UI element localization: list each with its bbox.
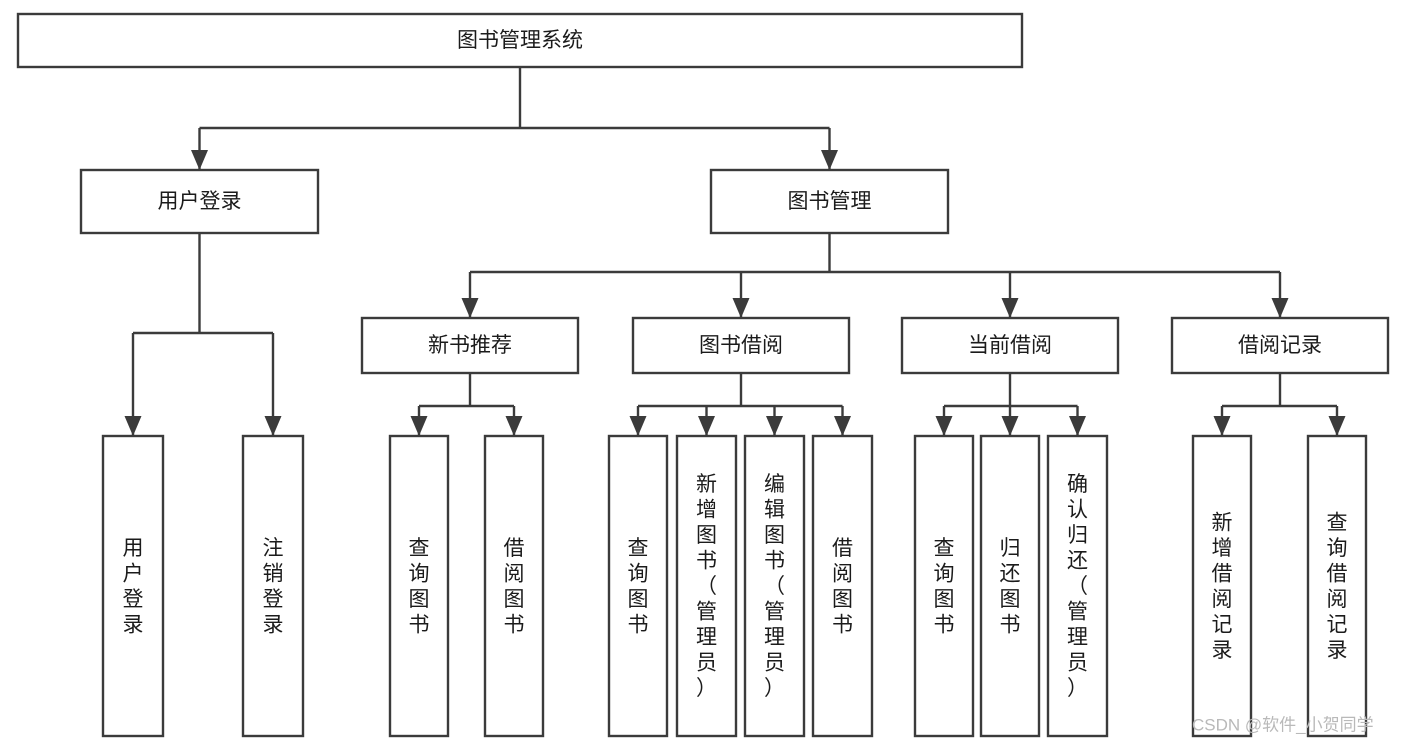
root-arrow-0 <box>191 150 208 170</box>
borrow-record-leaves-arrow-0 <box>1213 416 1231 436</box>
node-leaf-confirm-return-box <box>1046 434 1109 738</box>
new-book-rec-leaves-arrow-1 <box>505 416 523 436</box>
node-user-login-label: 用户登录 <box>158 190 242 213</box>
node-leaf-query-book-c-box <box>913 434 975 738</box>
nodes-layer: 图书管理系统用户登录图书管理新书推荐图书借阅当前借阅借阅记录用户登录注销登录查询… <box>16 12 1390 738</box>
node-current-borrow-label: 当前借阅 <box>968 334 1052 357</box>
node-leaf-return-book-box <box>979 434 1041 738</box>
node-book-manage[interactable]: 图书管理 <box>709 168 950 235</box>
node-leaf-borrow-book-rec[interactable]: 借阅图书 <box>483 434 545 738</box>
node-current-borrow-box <box>900 316 1120 375</box>
node-leaf-edit-book-label: 编辑图书（管理员） <box>764 473 785 700</box>
node-root-root-box <box>16 12 1024 69</box>
book-borrow-leaves-arrow-2 <box>766 416 783 436</box>
node-new-book-rec-label: 新书推荐 <box>428 334 512 357</box>
current-borrow-leaves-arrow-2 <box>1069 416 1086 436</box>
node-leaf-add-book-label: 新增图书（管理员） <box>696 473 717 700</box>
node-leaf-logout-label: 注销登录 <box>263 537 284 637</box>
node-leaf-query-book-b-label: 查询图书 <box>628 537 649 637</box>
node-borrow-record[interactable]: 借阅记录 <box>1170 316 1390 375</box>
node-root-root-label: 图书管理系统 <box>457 29 583 52</box>
node-new-book-rec[interactable]: 新书推荐 <box>360 316 580 375</box>
book-manage-arrow-0 <box>461 298 479 318</box>
user-login-leaves-arrow-0 <box>124 416 142 436</box>
node-book-borrow[interactable]: 图书借阅 <box>631 316 851 375</box>
node-root-root[interactable]: 图书管理系统 <box>16 12 1024 69</box>
book-borrow-leaves-arrow-1 <box>698 416 715 436</box>
node-borrow-record-label: 借阅记录 <box>1238 334 1322 357</box>
root-arrow-1 <box>821 150 838 170</box>
node-leaf-edit-book[interactable]: 编辑图书（管理员） <box>743 434 806 738</box>
connectors-layer <box>124 67 1346 436</box>
node-leaf-borrow-book-b-label: 借阅图书 <box>832 537 853 637</box>
book-manage-arrow-1 <box>732 298 750 318</box>
node-leaf-user-login[interactable]: 用户登录 <box>101 434 165 738</box>
node-leaf-logout-box <box>241 434 305 738</box>
book-manage-arrow-3 <box>1271 298 1289 318</box>
node-book-manage-box <box>709 168 950 235</box>
node-leaf-borrow-book-rec-box <box>483 434 545 738</box>
node-leaf-query-book-rec-box <box>388 434 450 738</box>
node-leaf-confirm-return[interactable]: 确认归还（管理员） <box>1046 434 1109 738</box>
book-borrow-leaves-arrow-3 <box>834 416 851 436</box>
node-book-manage-label: 图书管理 <box>788 190 872 213</box>
node-leaf-query-book-rec-label: 查询图书 <box>409 537 430 637</box>
node-leaf-return-book[interactable]: 归还图书 <box>979 434 1041 738</box>
node-leaf-query-record-label: 查询借阅记录 <box>1327 511 1348 662</box>
node-leaf-edit-book-box <box>743 434 806 738</box>
node-leaf-query-book-b[interactable]: 查询图书 <box>607 434 669 738</box>
borrow-record-leaves-arrow-1 <box>1328 416 1346 436</box>
node-leaf-return-book-label: 归还图书 <box>1000 537 1021 637</box>
node-leaf-query-book-b-box <box>607 434 669 738</box>
node-user-login[interactable]: 用户登录 <box>79 168 320 235</box>
node-book-borrow-box <box>631 316 851 375</box>
node-leaf-logout[interactable]: 注销登录 <box>241 434 305 738</box>
node-leaf-borrow-book-b-box <box>811 434 874 738</box>
node-leaf-add-book-box <box>675 434 738 738</box>
current-borrow-leaves-arrow-1 <box>1001 416 1019 436</box>
node-book-borrow-label: 图书借阅 <box>699 334 783 357</box>
node-leaf-query-record[interactable]: 查询借阅记录 <box>1306 434 1368 738</box>
book-borrow-leaves-arrow-0 <box>629 416 647 436</box>
node-leaf-query-book-c[interactable]: 查询图书 <box>913 434 975 738</box>
watermark-label: CSDN @软件_小贺同学 <box>1192 715 1374 734</box>
node-leaf-query-book-c-label: 查询图书 <box>934 537 955 637</box>
new-book-rec-leaves-arrow-0 <box>410 416 428 436</box>
node-leaf-query-record-box <box>1306 434 1368 738</box>
node-current-borrow[interactable]: 当前借阅 <box>900 316 1120 375</box>
node-leaf-add-book[interactable]: 新增图书（管理员） <box>675 434 738 738</box>
node-leaf-borrow-book-b[interactable]: 借阅图书 <box>811 434 874 738</box>
node-leaf-confirm-return-label: 确认归还（管理员） <box>1067 473 1088 700</box>
node-new-book-rec-box <box>360 316 580 375</box>
node-borrow-record-box <box>1170 316 1390 375</box>
node-leaf-borrow-book-rec-label: 借阅图书 <box>504 537 525 637</box>
node-leaf-add-record[interactable]: 新增借阅记录 <box>1191 434 1253 738</box>
node-user-login-box <box>79 168 320 235</box>
node-leaf-add-record-label: 新增借阅记录 <box>1212 511 1233 662</box>
node-leaf-query-book-rec[interactable]: 查询图书 <box>388 434 450 738</box>
user-login-leaves-arrow-1 <box>264 416 282 436</box>
book-manage-arrow-2 <box>1001 298 1019 318</box>
current-borrow-leaves-arrow-0 <box>935 416 953 436</box>
node-leaf-user-login-label: 用户登录 <box>123 537 144 637</box>
node-leaf-user-login-box <box>101 434 165 738</box>
node-leaf-add-record-box <box>1191 434 1253 738</box>
